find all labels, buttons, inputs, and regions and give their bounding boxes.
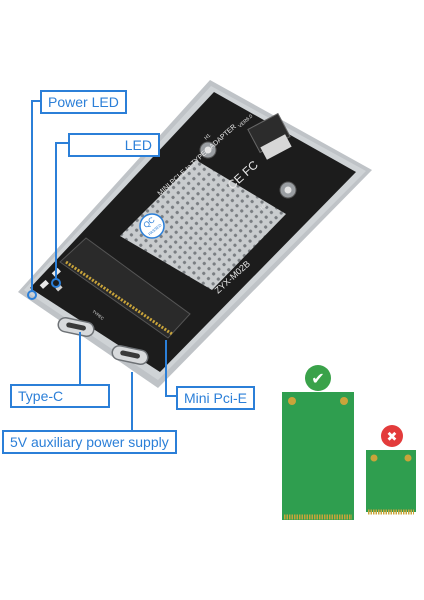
smd-component — [55, 284, 63, 292]
power-led-marker — [27, 290, 37, 300]
thermal-pad — [120, 160, 286, 290]
card-hole — [340, 397, 348, 405]
card-hole — [288, 397, 296, 405]
type-c-callout: Type-C — [10, 384, 110, 408]
check-badge — [305, 365, 331, 391]
full-size-card — [282, 392, 354, 516]
h2-silk: H2 — [259, 203, 268, 212]
screw-center — [284, 186, 292, 194]
screw-center — [204, 146, 212, 154]
led-line — [55, 142, 68, 280]
mini-pcie-slot — [59, 237, 191, 339]
power-led-callout: Power LED — [40, 90, 127, 114]
type-c-port-1 — [57, 316, 95, 338]
power-led-component — [39, 279, 49, 289]
led-marker — [51, 278, 61, 288]
adapter-board: QC PASSED MINI PCI-E to TYPEC ADAPTER VE… — [18, 80, 372, 388]
cross-icon: ✖ — [387, 430, 398, 445]
card-hole — [404, 454, 412, 462]
aux-power-callout: 5V auxiliary power supply — [2, 430, 177, 454]
check-icon: ✔ — [311, 369, 324, 388]
incompatible-card: ✖ — [366, 425, 416, 515]
card-hole — [370, 454, 378, 462]
power-led-line — [31, 100, 40, 292]
type-c-port-2 — [111, 344, 149, 366]
slot-pins — [65, 260, 173, 336]
compatible-card: ✔ — [282, 365, 354, 520]
cross-badge — [381, 425, 403, 447]
mini-pcie-callout: Mini Pci-E — [176, 386, 256, 410]
mini-pcie-line — [165, 340, 176, 397]
qc-sticker — [139, 213, 165, 239]
h1-silk: H1 — [203, 133, 212, 142]
component — [260, 134, 292, 160]
led-callout: LED — [68, 133, 160, 157]
callout-lines — [31, 100, 176, 440]
